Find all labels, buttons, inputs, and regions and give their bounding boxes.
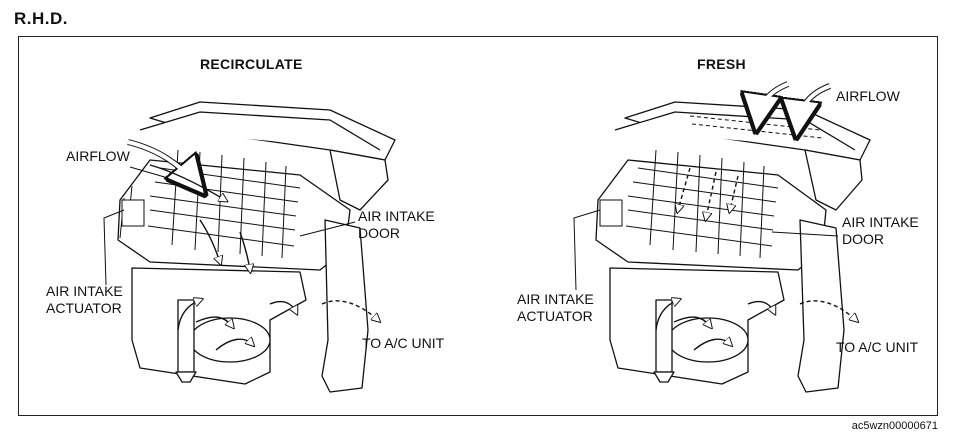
figure-code: ac5wzn00000671: [851, 420, 938, 432]
recirculate-actuator-label-line1: AIR INTAKE: [46, 283, 123, 299]
recirculate-blower-unit: [117, 101, 396, 393]
recirculate-door-label-line2: DOOR: [358, 225, 400, 241]
fresh-door-label-line1: AIR INTAKE: [842, 214, 919, 230]
fresh-leader-lines: [573, 209, 839, 291]
fresh-title: FRESH: [697, 56, 746, 72]
recirculate-outlet-label: TO A/C UNIT: [362, 335, 445, 351]
fresh-blower-unit: [595, 101, 871, 393]
fresh-actuator-label-line1: AIR INTAKE: [517, 291, 594, 307]
fresh-intake-grill: [599, 115, 823, 259]
page-heading: R.H.D.: [14, 9, 68, 28]
recirculate-airflow-arrows: [127, 139, 378, 351]
recirculate-actuator-label-line2: ACTUATOR: [46, 300, 122, 316]
fresh-airflow-label: AIRFLOW: [836, 88, 900, 104]
fresh-outlet-label: TO A/C UNIT: [836, 339, 919, 355]
figure-frame: [18, 36, 938, 416]
recirculate-airflow-label: AIRFLOW: [66, 148, 130, 164]
recirculate-door-label-line1: AIR INTAKE: [358, 208, 435, 224]
fresh-actuator-label-line2: ACTUATOR: [517, 308, 593, 324]
recirculate-leader-lines: [103, 166, 356, 286]
recirculate-title: RECIRCULATE: [200, 56, 303, 72]
fresh-airflow-arrows: [655, 81, 856, 351]
fresh-door-label-line2: DOOR: [842, 231, 884, 247]
